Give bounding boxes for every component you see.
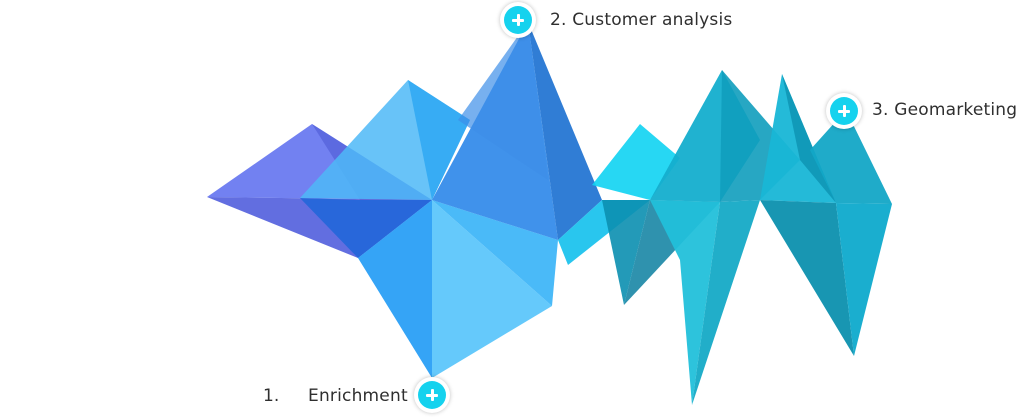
enrichment-label: Enrichment — [308, 386, 408, 406]
blue-facet — [358, 200, 432, 378]
plus-icon — [418, 381, 446, 409]
lightblue-facet — [408, 80, 470, 200]
blue-facet — [458, 22, 548, 180]
enrichment-number: 1. — [263, 386, 280, 406]
customer-analysis-label: 2. Customer analysis — [550, 10, 733, 30]
teal-facet — [692, 200, 760, 405]
blue-facet — [528, 22, 602, 240]
teal-facet — [836, 203, 892, 356]
blue-facet — [300, 198, 432, 258]
geomarketing-label: 3. Geomarketing — [872, 100, 1018, 120]
cyan-facet — [602, 200, 650, 305]
cyan-facet — [592, 124, 680, 200]
lightblue-facet — [432, 200, 558, 306]
teal-facet — [650, 200, 720, 405]
lightblue-facet — [432, 200, 552, 378]
teal-facet — [760, 200, 854, 356]
plus-icon — [830, 97, 858, 125]
geomarketing-plus-button[interactable] — [826, 93, 862, 129]
customer-analysis-plus-button[interactable] — [500, 2, 536, 38]
teal-facet — [810, 110, 892, 204]
plus-icon — [504, 6, 532, 34]
enrichment-plus-button[interactable] — [414, 377, 450, 413]
